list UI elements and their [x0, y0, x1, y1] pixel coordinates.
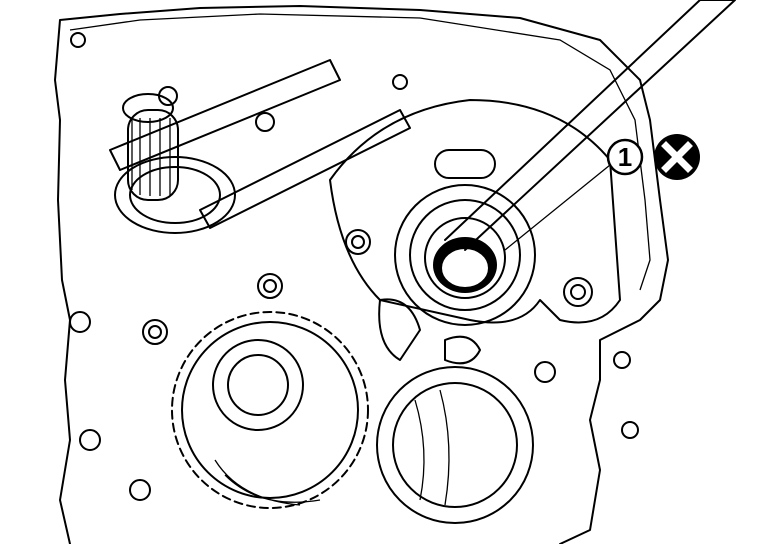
seal-bore-inner — [409, 199, 521, 311]
case-outline — [54, 5, 669, 544]
seal-bore-outer — [394, 184, 536, 326]
bolts — [69, 32, 593, 383]
do-not-reuse-x-icon — [654, 134, 700, 180]
seal-puller-tool — [444, 0, 736, 251]
callout-number: 1 — [618, 142, 632, 172]
differential-bore — [376, 366, 534, 524]
shaft-end — [440, 247, 490, 289]
input-shaft — [114, 93, 236, 234]
callout-1: 1 — [606, 138, 644, 176]
callout-leader — [504, 164, 611, 251]
case-ridge — [69, 13, 651, 291]
slot — [434, 149, 496, 179]
case-holes — [79, 298, 639, 501]
oil-seal — [424, 217, 506, 299]
bearing-boss — [329, 99, 621, 324]
shift-rail — [109, 59, 411, 229]
drive-gear — [171, 311, 369, 509]
